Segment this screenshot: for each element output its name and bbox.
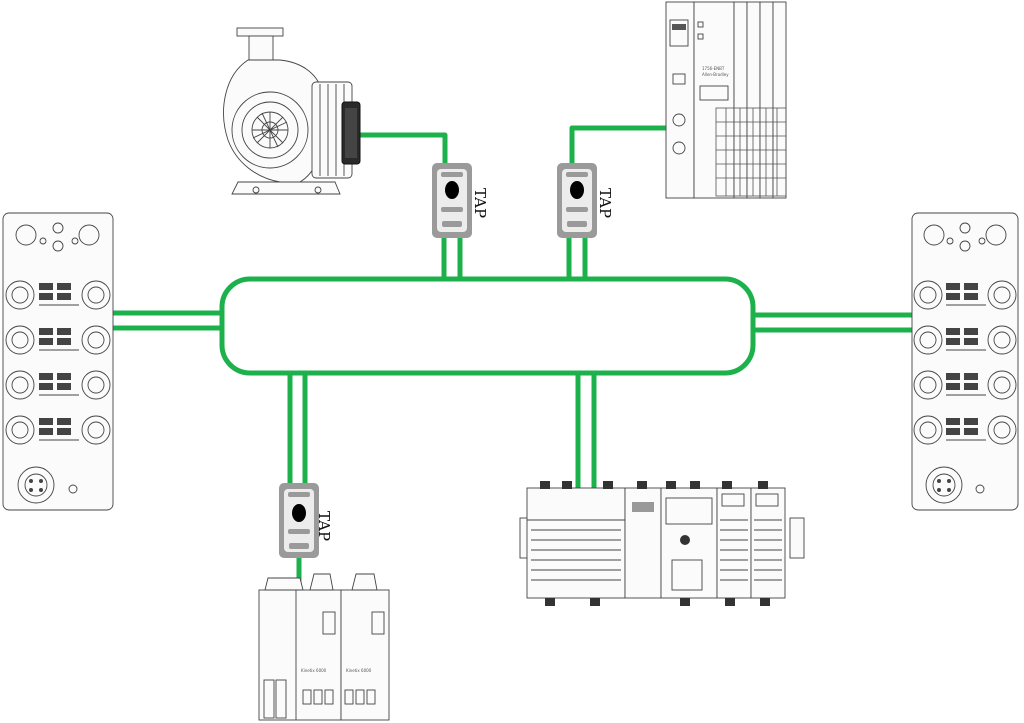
tap-label: TAP <box>315 511 333 541</box>
left-block-cable <box>112 310 222 331</box>
rack-tap-ring-cable <box>566 238 588 279</box>
drive-tap-ring-cable <box>287 373 308 485</box>
tap-device: TAP <box>557 163 614 238</box>
ring-cable <box>219 276 756 376</box>
plc-io-rack-icon: 1756-ENBT Allen-Bradley <box>665 1 787 199</box>
tap-label: TAP <box>596 188 614 218</box>
rack-module-label: 1756-ENBT <box>702 66 725 71</box>
distributed-io-block-icon <box>2 212 114 511</box>
drive-label: Kinetix 6000 <box>346 668 372 673</box>
pump-motor-icon <box>223 27 361 195</box>
tap-label: TAP <box>471 188 489 218</box>
pump-tap-ring-cable <box>441 238 463 279</box>
tap-device: TAP <box>432 163 489 238</box>
distributed-io-block-icon <box>911 212 1019 511</box>
controller-chassis-icon <box>519 481 805 606</box>
drive-label: Kinetix 6000 <box>301 668 327 673</box>
servo-drive-icon: Kinetix 6000 Kinetix 6000 <box>258 573 390 721</box>
rack-brand-label: Allen-Bradley <box>702 72 729 77</box>
controller-cable <box>575 373 597 492</box>
pump-tap-cable <box>357 132 448 165</box>
right-block-cable <box>753 312 914 333</box>
rack-tap-cable <box>569 125 666 165</box>
tap-device: TAP <box>279 483 333 558</box>
